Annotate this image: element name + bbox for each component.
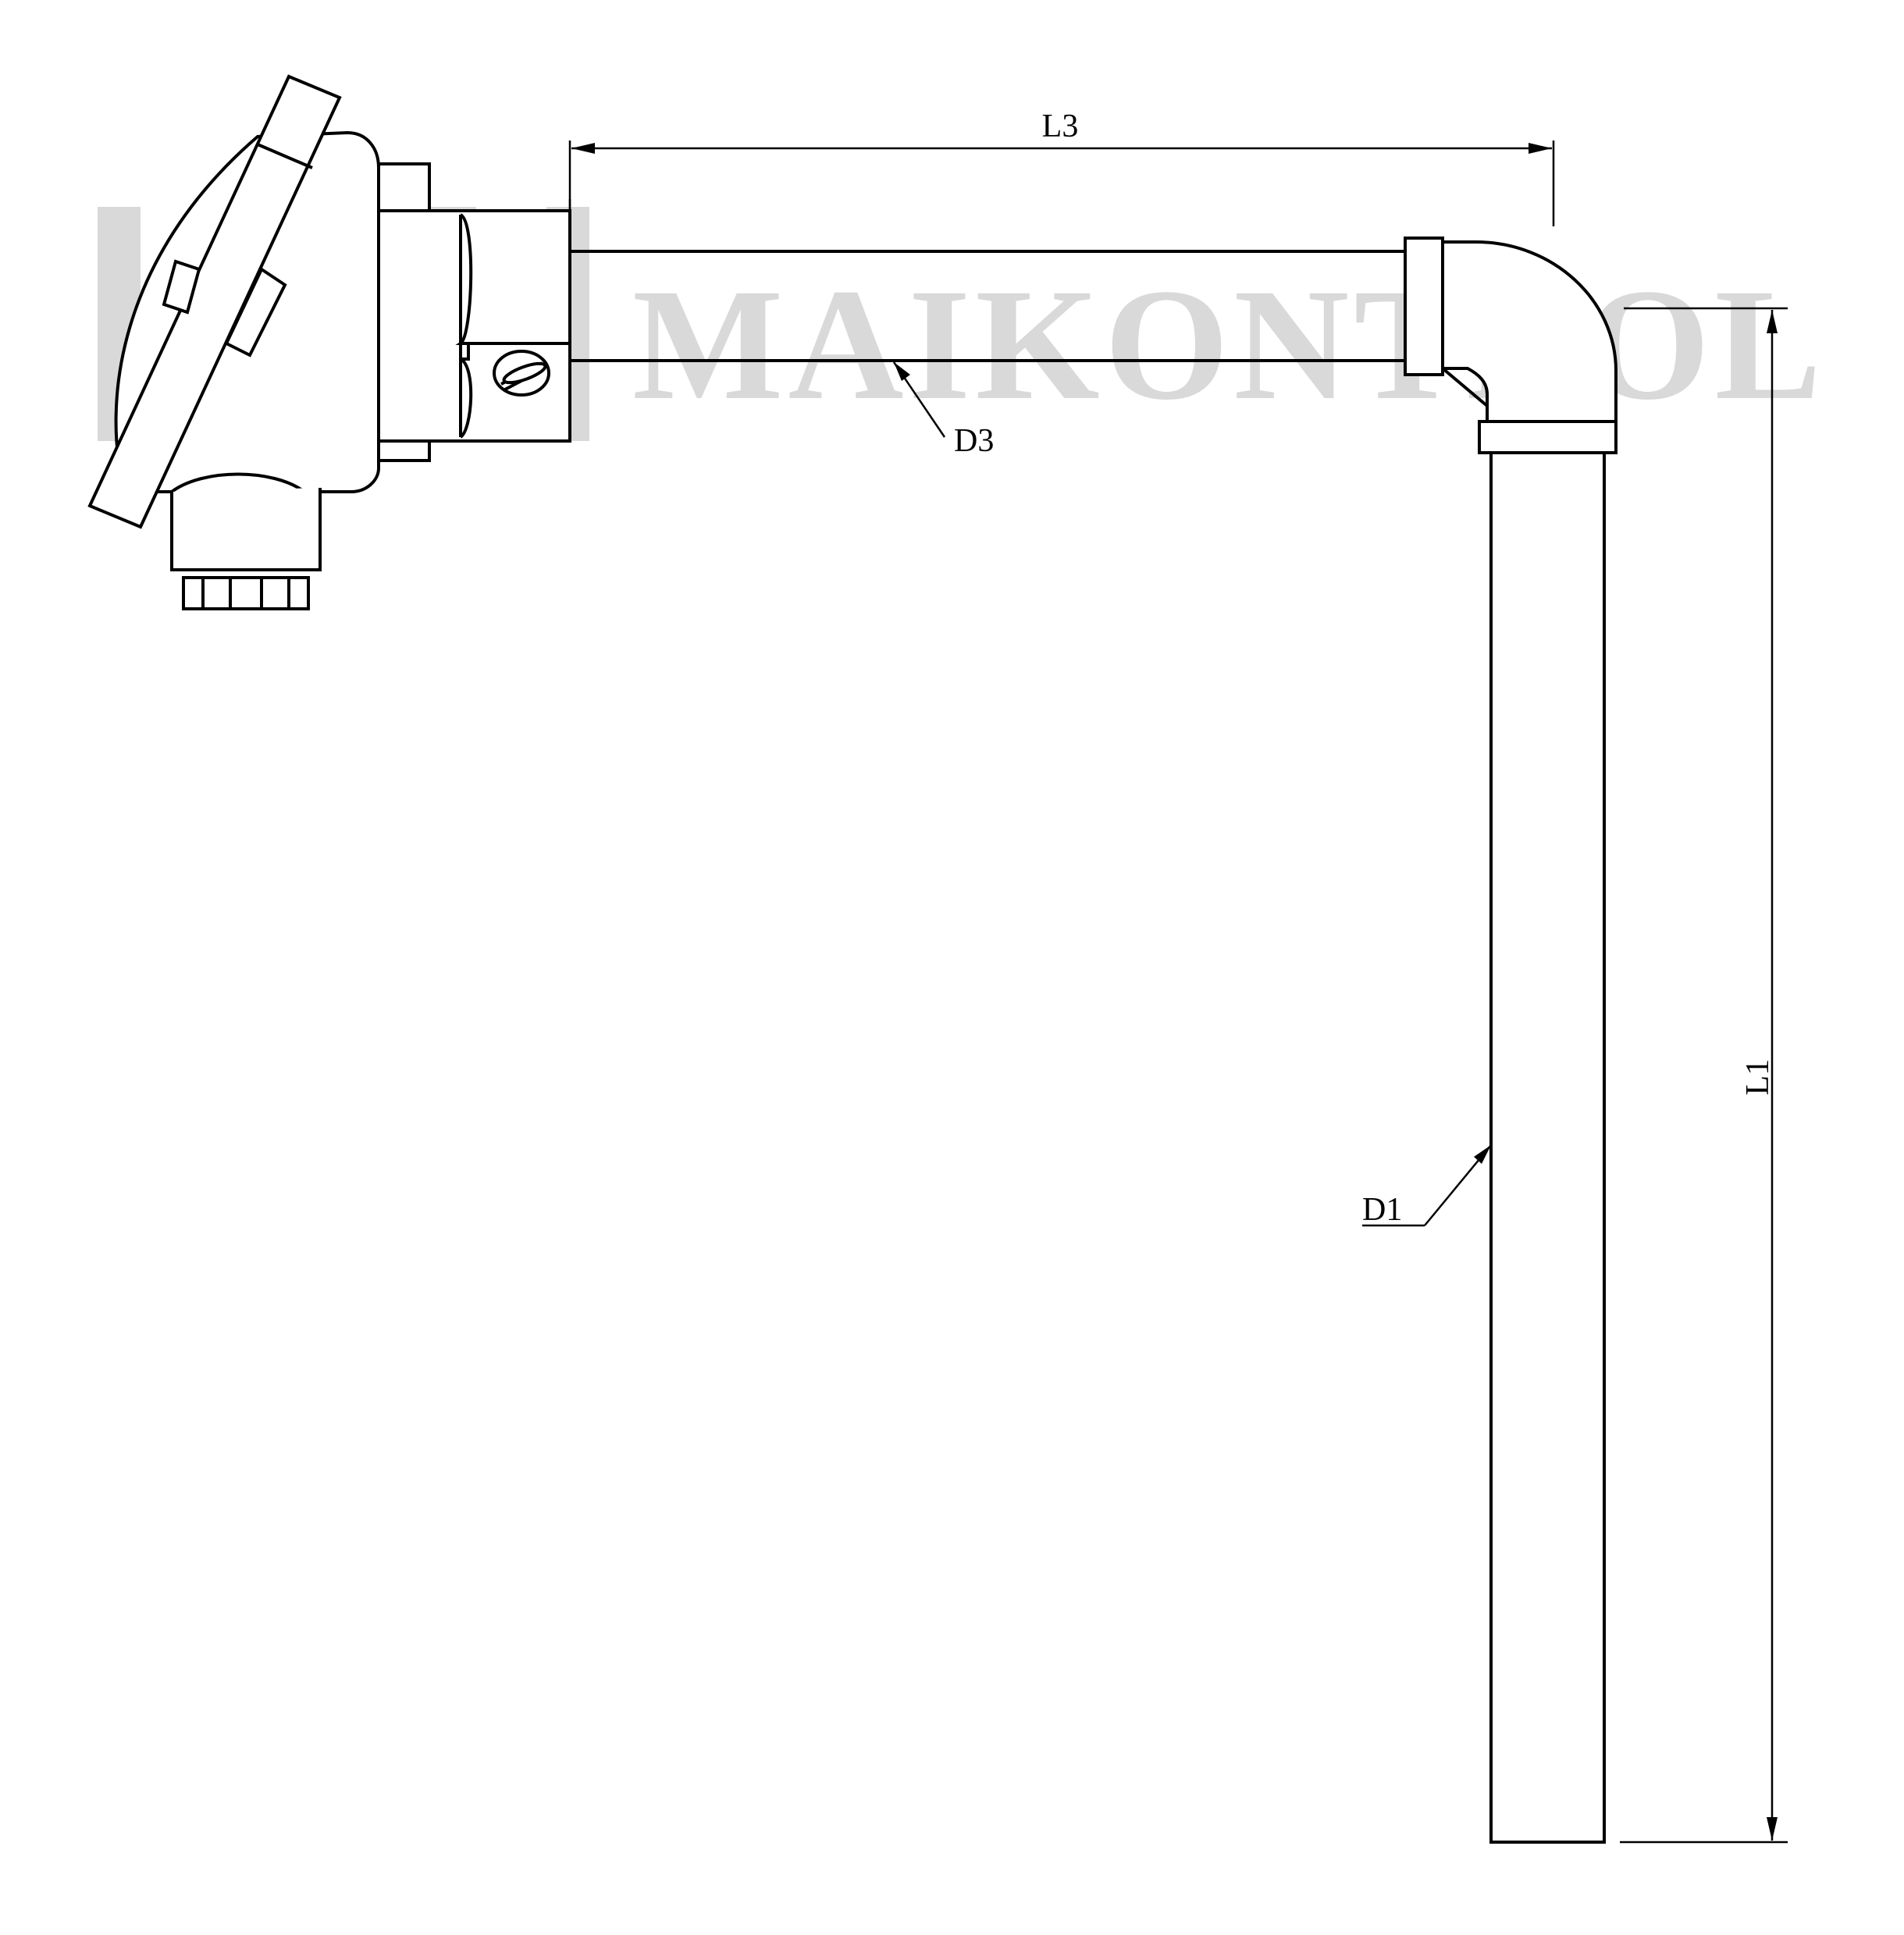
dimension-l1-label: L1: [1740, 1059, 1776, 1096]
watermark-brand-text: MAIKONTROL: [632, 256, 1826, 433]
elbow-coupling: [1404, 237, 1444, 376]
dimension-d3-label: D3: [954, 423, 994, 459]
dimension-l3: L3: [568, 108, 1555, 226]
vertical-tube: [1489, 451, 1606, 1844]
dimension-l1: L1: [1620, 307, 1788, 1844]
head-lower-boss: [170, 488, 322, 571]
dimension-d1: D1: [1362, 1144, 1492, 1228]
dimension-d1-label: D1: [1362, 1192, 1402, 1228]
elbow-lower-coupling: [1478, 420, 1618, 454]
head-extension: [377, 209, 571, 443]
dimension-d3: D3: [892, 361, 994, 459]
horizontal-tube: [570, 237, 1444, 376]
screw-icon: [493, 350, 550, 397]
elbow: [1441, 240, 1618, 454]
connection-head: [87, 74, 571, 610]
dimension-l3-label: L3: [1042, 108, 1079, 144]
head-lid: [87, 74, 342, 529]
